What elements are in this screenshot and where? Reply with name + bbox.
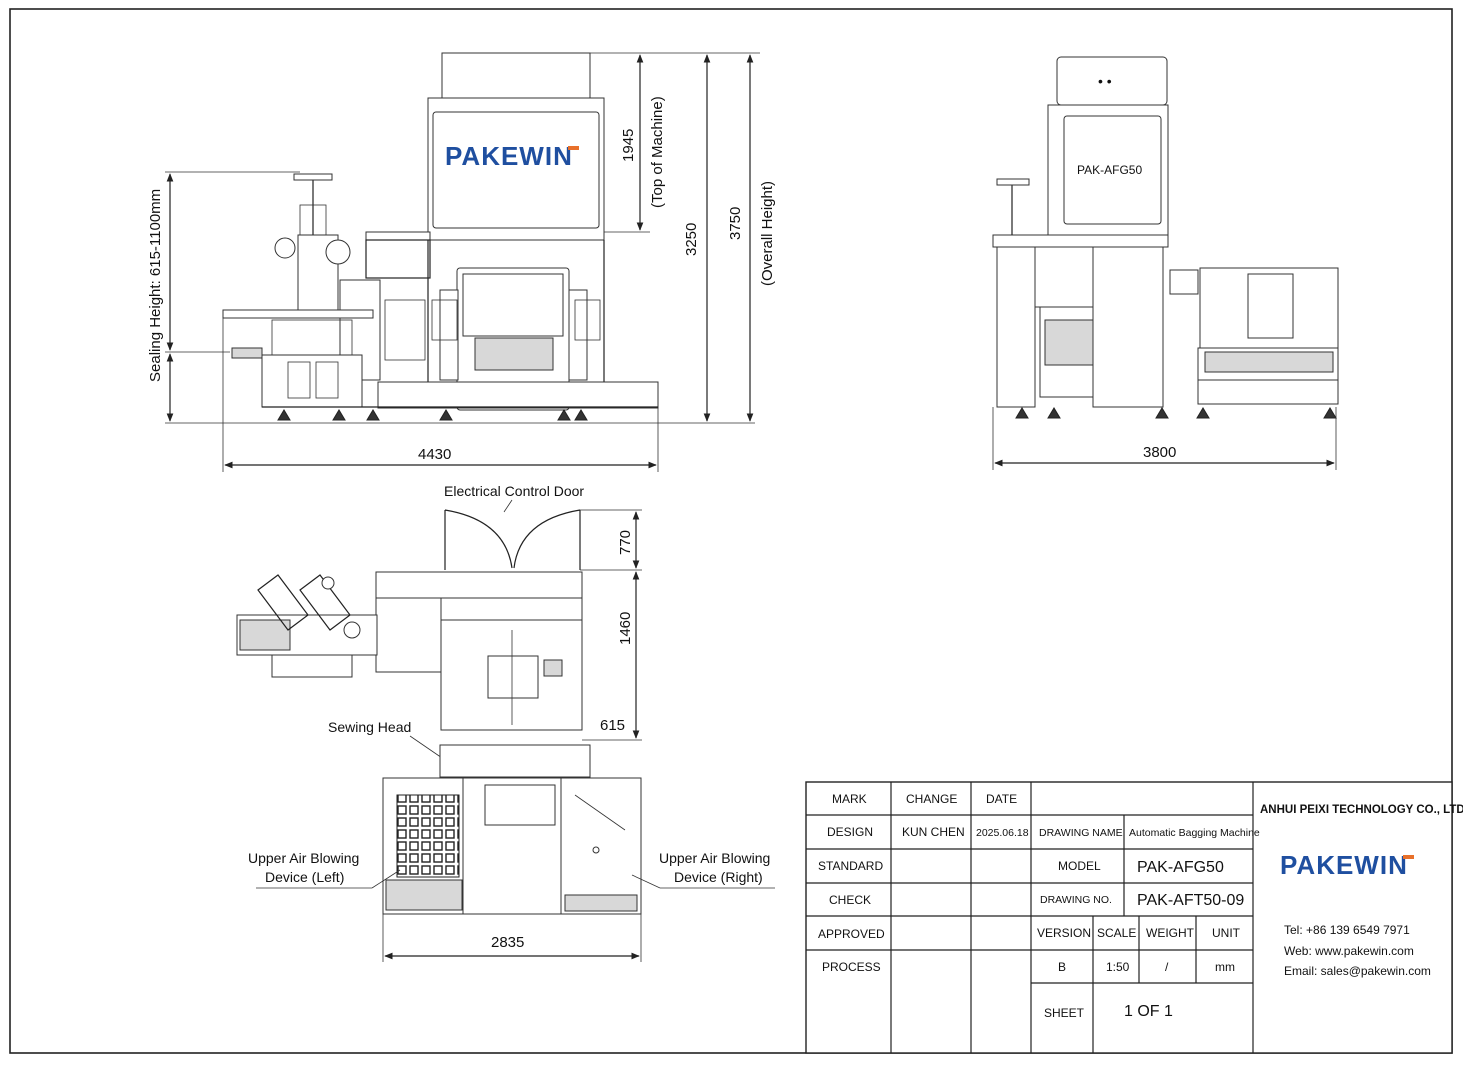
sewing-head-label: Sewing Head — [328, 719, 411, 735]
company-name: ANHUI PEIXI TECHNOLOGY CO., LTD. — [1260, 804, 1463, 816]
door-swing-right — [513, 509, 581, 570]
tb-version-label: VERSION — [1037, 926, 1091, 940]
svg-text:• •: • • — [1098, 73, 1112, 89]
tb-check: CHECK — [829, 893, 871, 907]
air-left-label-2: Device (Left) — [265, 869, 344, 885]
tb-drawing-no-label: DRAWING NO. — [1040, 894, 1112, 906]
overall-height-label: (Overall Height) — [759, 181, 776, 286]
door-swing-left — [444, 509, 513, 570]
tb-sheet: 1 OF 1 — [1124, 1003, 1173, 1020]
company-web: Web: www.pakewin.com — [1284, 944, 1414, 958]
control-door-label: Electrical Control Door — [444, 483, 584, 499]
tb-change: CHANGE — [906, 792, 957, 806]
tb-drawing-name: Automatic Bagging Machine — [1129, 827, 1260, 839]
tb-design: DESIGN — [827, 825, 873, 839]
company-tel: Tel: +86 139 6549 7971 — [1284, 923, 1410, 937]
sealing-height-label: Sealing Height: 615-1100mm — [147, 189, 164, 382]
title-block-logo: PAKEWIN — [1280, 850, 1408, 880]
tb-scale-label: SCALE — [1097, 926, 1136, 940]
air-right-label-2: Device (Right) — [674, 869, 763, 885]
dim-1460: 1460 — [617, 612, 634, 645]
tb-standard: STANDARD — [818, 859, 883, 873]
top-cabinet — [441, 52, 591, 99]
tb-weight: / — [1165, 960, 1169, 974]
vent-grille — [474, 337, 554, 371]
tb-sheet-label: SHEET — [1044, 1006, 1085, 1020]
tb-drawing-no: PAK-AFT50-09 — [1137, 892, 1244, 909]
tb-model: PAK-AFG50 — [1137, 859, 1224, 876]
dim-4430: 4430 — [418, 446, 451, 463]
feet — [262, 406, 658, 421]
company-email: Email: sales@pakewin.com — [1284, 964, 1431, 978]
tb-scale: 1:50 — [1106, 960, 1130, 974]
side-panel — [1063, 115, 1162, 225]
dim-3800: 3800 — [1143, 444, 1176, 461]
display-panel — [432, 111, 600, 229]
side-view: • • PAK-AFG50 3800 — [992, 56, 1339, 470]
top-view: Electrical Control Door Sewing Head — [236, 483, 775, 962]
front-logo: PAKEWIN — [445, 141, 573, 171]
air-blowing-right — [560, 777, 642, 915]
tb-weight-label: WEIGHT — [1146, 926, 1195, 940]
dim-1945: 1945 — [620, 129, 637, 162]
tb-version: B — [1058, 960, 1066, 974]
tb-unit: mm — [1215, 960, 1235, 974]
tb-model-label: MODEL — [1058, 859, 1101, 873]
sealing-table — [222, 309, 374, 319]
top-of-machine-label: (Top of Machine) — [649, 96, 666, 208]
air-right-label-1: Upper Air Blowing — [659, 850, 770, 866]
title-block: MARK CHANGE DATE DESIGN KUN CHEN 2025.06… — [805, 781, 1463, 1054]
tb-design-date: 2025.06.18 — [976, 827, 1029, 839]
dim-2835: 2835 — [491, 934, 524, 951]
air-left-label-1: Upper Air Blowing — [248, 850, 359, 866]
dim-615: 615 — [600, 717, 625, 734]
dim-3250: 3250 — [683, 223, 700, 256]
tb-date: DATE — [986, 792, 1017, 806]
dim-3750: 3750 — [727, 207, 744, 240]
sheet-border — [9, 8, 1453, 1054]
tb-unit-label: UNIT — [1212, 926, 1241, 940]
tb-drawing-name-label: DRAWING NAME — [1039, 827, 1123, 839]
side-model-label: PAK-AFG50 — [1077, 163, 1142, 177]
tb-process: PROCESS — [822, 960, 881, 974]
dim-770: 770 — [617, 530, 634, 555]
tb-mark: MARK — [832, 792, 867, 806]
tb-approved: APPROVED — [818, 927, 885, 941]
tb-design-by: KUN CHEN — [902, 825, 965, 839]
front-view: PAKEWIN — [147, 52, 776, 472]
